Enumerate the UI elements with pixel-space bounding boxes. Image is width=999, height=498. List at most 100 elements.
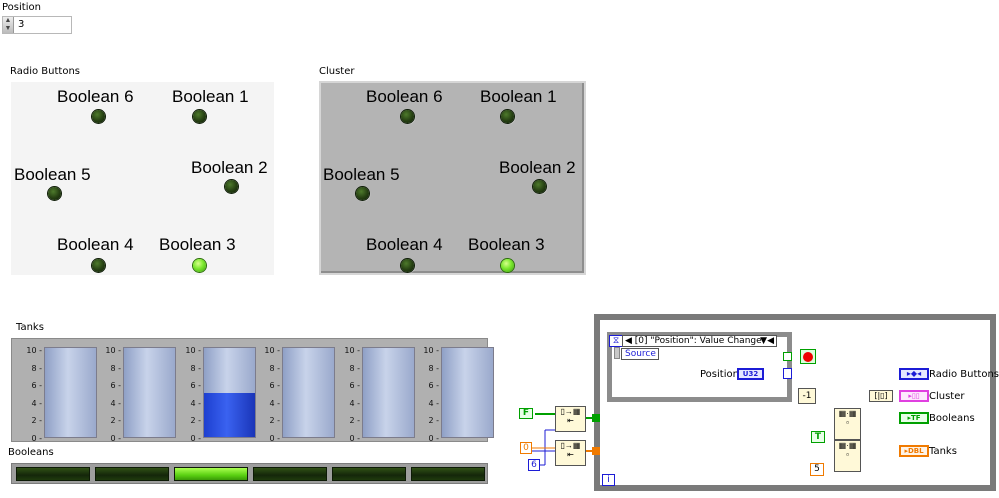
six-constant[interactable]: 6	[528, 459, 540, 471]
tank-scale-tick: 0 -	[110, 434, 121, 443]
replace-array-bool-node[interactable]: ▦·▦▫	[834, 408, 861, 440]
radio-buttons-panel: Boolean 6 Boolean 1 Boolean 5 Boolean 2 …	[11, 82, 274, 275]
position-numeric-control[interactable]: ▲▼ 3	[2, 16, 72, 34]
tank-scale-tick: 8 -	[190, 363, 201, 373]
tank-scale-tick: 6 -	[269, 381, 280, 391]
tanks-array: 10 -8 -6 -4 -2 -0 -10 -8 -6 -4 -2 -0 -10…	[11, 338, 494, 443]
boolean-bar-6[interactable]	[411, 467, 485, 481]
stop-button-terminal[interactable]	[800, 349, 816, 364]
boolean-bar-5[interactable]	[332, 467, 406, 481]
position-label: Position	[2, 2, 41, 13]
tank-6: 10 -8 -6 -4 -2 -0 -	[417, 347, 495, 443]
position-terminal-label: Position	[700, 369, 739, 380]
radio-boolean-5-led[interactable]	[48, 187, 61, 200]
tank-scale-tick: 2 -	[31, 416, 42, 426]
tanks-terminal-icon[interactable]: ▸DBL	[899, 445, 929, 457]
booleans-terminal-label: Booleans	[929, 413, 975, 424]
radio-boolean-6-label: Boolean 6	[57, 87, 134, 106]
decrement-node[interactable]: -1	[798, 388, 816, 404]
case-selector-label: [0] "Position": Value Change	[634, 336, 762, 346]
tank-tube[interactable]	[203, 347, 256, 438]
boolean-bar-3[interactable]	[174, 467, 248, 481]
replace-array-dbl-node[interactable]: ▦·▦▫	[834, 440, 861, 472]
tank-scale-tick: 4 -	[190, 398, 201, 408]
tank-tube[interactable]	[282, 347, 335, 438]
tank-scale-tick: 6 -	[349, 381, 360, 391]
cluster-label: Cluster	[319, 66, 355, 77]
tank-scale-tick: 0 -	[428, 434, 439, 443]
tank-1: 10 -8 -6 -4 -2 -0 -	[20, 346, 98, 443]
tank-scale-tick: 0 -	[190, 434, 201, 443]
tank-scale-tick: 10 -	[264, 346, 280, 355]
boolean-bar-1[interactable]	[16, 467, 90, 481]
case-dropdown-icon[interactable]: ▼◀	[760, 336, 774, 346]
cluster-boolean-4-led[interactable]	[401, 259, 414, 272]
stop-icon	[803, 352, 813, 362]
radio-buttons-terminal-icon[interactable]: ▸◆◂	[899, 368, 929, 380]
radio-boolean-2-led[interactable]	[225, 180, 238, 193]
tank-scale: 10 -8 -6 -4 -2 -0 -	[258, 346, 282, 443]
tank-scale-tick: 2 -	[269, 416, 280, 426]
cluster-boolean-6-label: Boolean 6	[366, 87, 443, 106]
tank-scale-tick: 2 -	[428, 416, 439, 426]
cluster-boolean-5-label: Boolean 5	[323, 165, 400, 184]
tank-scale-tick: 8 -	[428, 363, 439, 373]
tank-tube[interactable]	[362, 347, 415, 438]
tank-scale-tick: 10 -	[26, 346, 42, 355]
tank-tube[interactable]	[441, 347, 494, 438]
tank-scale: 10 -8 -6 -4 -2 -0 -	[20, 346, 44, 443]
cluster-boolean-2-label: Boolean 2	[499, 158, 576, 177]
initialize-array-bool-node[interactable]: ▯→▦⇤	[555, 406, 586, 432]
zero-constant[interactable]: 0	[520, 442, 532, 454]
tank-scale-tick: 4 -	[269, 398, 280, 408]
false-constant[interactable]: F	[519, 408, 533, 419]
cluster-boolean-3-led[interactable]	[501, 259, 514, 272]
array-to-cluster-node[interactable]: [|▯]	[869, 390, 893, 402]
tf-tag: TF	[910, 414, 921, 422]
tank-fill	[204, 392, 255, 437]
tank-scale: 10 -8 -6 -4 -2 -0 -	[99, 347, 123, 443]
tank-scale-tick: 4 -	[110, 398, 121, 408]
boolean-bar-2[interactable]	[95, 467, 169, 481]
position-terminal[interactable]: U32	[737, 368, 764, 380]
tank-scale-tick: 0 -	[31, 434, 42, 443]
cluster-boolean-6-led[interactable]	[401, 110, 414, 123]
five-constant[interactable]: 5	[810, 463, 824, 476]
tunnel-dbl	[592, 447, 600, 455]
tank-5: 10 -8 -6 -4 -2 -0 -	[338, 347, 416, 443]
cluster-boolean-1-label: Boolean 1	[480, 87, 557, 106]
tank-2: 10 -8 -6 -4 -2 -0 -	[99, 347, 177, 443]
position-value[interactable]: 3	[18, 19, 25, 30]
radio-boolean-1-label: Boolean 1	[172, 87, 249, 106]
radio-boolean-3-label: Boolean 3	[159, 235, 236, 254]
true-constant[interactable]: T	[811, 431, 825, 443]
booleans-label: Booleans	[8, 447, 54, 458]
tank-scale-tick: 2 -	[349, 416, 360, 426]
radio-boolean-1-led[interactable]	[193, 110, 206, 123]
initialize-array-dbl-node[interactable]: ▯→▦⇤	[555, 440, 586, 466]
cluster-boolean-2-led[interactable]	[533, 180, 546, 193]
hourglass-icon: ⧖	[609, 335, 623, 347]
tank-4: 10 -8 -6 -4 -2 -0 -	[258, 346, 336, 443]
tank-3: 10 -8 -6 -4 -2 -0 -	[179, 347, 257, 443]
tank-scale: 10 -8 -6 -4 -2 -0 -	[338, 347, 362, 443]
tank-tube[interactable]	[123, 347, 176, 438]
booleans-terminal-icon[interactable]: ▸TF	[899, 412, 929, 424]
case-selector[interactable]: ◀ [0] "Position": Value Change ▼◀	[622, 335, 777, 347]
cluster-boolean-5-led[interactable]	[356, 187, 369, 200]
cluster-terminal-icon[interactable]: ▸▯▯	[899, 390, 929, 402]
case-left-icon[interactable]: ◀	[625, 336, 632, 346]
radio-boolean-4-led[interactable]	[92, 259, 105, 272]
cluster-boolean-4-label: Boolean 4	[366, 235, 443, 254]
tank-tube[interactable]	[44, 347, 97, 438]
cluster-panel: Boolean 6 Boolean 1 Boolean 5 Boolean 2 …	[319, 81, 586, 275]
iteration-terminal: i	[602, 474, 615, 486]
boolean-bar-4[interactable]	[253, 467, 327, 481]
increment-decrement-icon[interactable]: ▲▼	[3, 17, 14, 33]
radio-boolean-6-led[interactable]	[92, 110, 105, 123]
cluster-boolean-1-led[interactable]	[501, 110, 514, 123]
radio-boolean-3-led[interactable]	[193, 259, 206, 272]
tank-scale-tick: 2 -	[190, 416, 201, 426]
dbl-tag: DBL	[907, 447, 924, 455]
radio-boolean-5-label: Boolean 5	[14, 165, 91, 184]
